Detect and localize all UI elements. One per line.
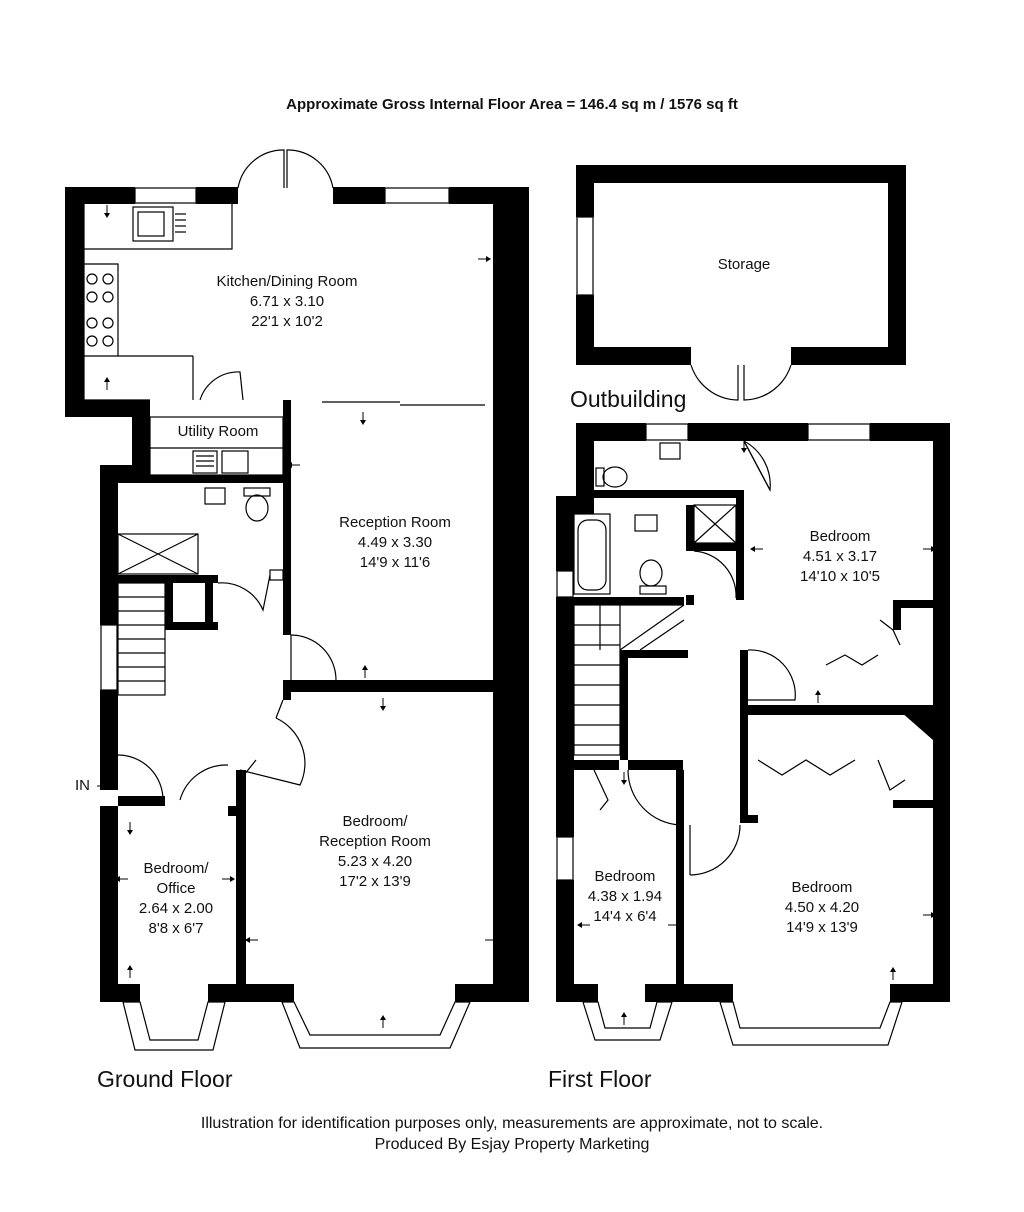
room-size-metric: 4.49 x 3.30: [357, 534, 433, 551]
room-name-line2: Office: [156, 880, 196, 897]
room-size-imperial: 14'9 x 11'6: [359, 554, 431, 571]
room-label-kitchen-dining: Kitchen/Dining Room 6.71 x 3.10 22'1 x 1…: [217, 272, 358, 332]
room-size-imperial: 8'8 x 6'7: [148, 920, 204, 937]
entrance-label: IN: [75, 777, 90, 794]
room-size-metric: 4.50 x 4.20: [784, 899, 860, 916]
first-floor-outlines: [556, 423, 906, 1046]
room-name: Bedroom: [791, 879, 853, 896]
room-name-line1: Bedroom/: [143, 860, 209, 877]
outbuilding-plan: [576, 165, 906, 365]
room-label-first-bedroom-small: Bedroom 4.38 x 1.94 14'4 x 6'4: [588, 867, 662, 927]
room-size-metric: 4.38 x 1.94: [587, 888, 663, 905]
room-size-imperial: 14'9 x 13'9: [786, 919, 858, 936]
room-name: Bedroom: [809, 528, 871, 545]
first-floor-plan: [556, 423, 950, 1002]
room-name-line1: Bedroom/: [342, 813, 408, 830]
floor-area-text: Approximate Gross Internal Floor Area = …: [286, 96, 738, 113]
room-label-first-bedroom-large: Bedroom 4.50 x 4.20 14'9 x 13'9: [785, 878, 859, 938]
disclaimer-text: Illustration for identification purposes…: [200, 1115, 824, 1132]
outbuilding-label: Outbuilding: [570, 386, 687, 412]
room-name: Kitchen/Dining Room: [216, 273, 358, 290]
first-floor-label: First Floor: [548, 1066, 652, 1092]
outbuilding-outlines: [576, 216, 792, 401]
room-name: Storage: [717, 256, 771, 273]
room-name-line2: Reception Room: [319, 833, 431, 850]
room-name: Bedroom: [594, 868, 656, 885]
room-label-storage: Storage: [718, 255, 771, 275]
room-label-bedroom-office: Bedroom/ Office 2.64 x 2.00 8'8 x 6'7: [139, 859, 213, 939]
room-name: Utility Room: [177, 423, 259, 440]
ground-floor-outlines: [83, 149, 485, 1051]
ground-floor-plan: [65, 187, 529, 1002]
room-size-imperial: 22'1 x 10'2: [251, 313, 323, 330]
floor-area-heading: Approximate Gross Internal Floor Area = …: [0, 96, 1024, 113]
disclaimer-footer: Illustration for identification purposes…: [0, 1113, 1024, 1155]
room-size-metric: 2.64 x 2.00: [138, 900, 214, 917]
room-size-imperial: 14'4 x 6'4: [593, 908, 657, 925]
room-label-first-bedroom-top: Bedroom 4.51 x 3.17 14'10 x 10'5: [800, 527, 880, 587]
room-size-metric: 4.51 x 3.17: [802, 548, 878, 565]
first-floor-dimension-markers: [576, 439, 937, 1026]
room-size-metric: 6.71 x 3.10: [249, 293, 325, 310]
room-size-imperial: 14'10 x 10'5: [800, 568, 880, 585]
producer-credit: Produced By Esjay Property Marketing: [374, 1136, 650, 1153]
ground-floor-label: Ground Floor: [97, 1066, 233, 1092]
room-label-utility: Utility Room: [178, 422, 259, 442]
room-size-imperial: 17'2 x 13'9: [339, 873, 411, 890]
room-name: Reception Room: [339, 514, 451, 531]
room-label-bedroom-reception: Bedroom/ Reception Room 5.23 x 4.20 17'2…: [319, 812, 431, 892]
room-size-metric: 5.23 x 4.20: [337, 853, 413, 870]
room-label-reception: Reception Room 4.49 x 3.30 14'9 x 11'6: [339, 513, 451, 573]
